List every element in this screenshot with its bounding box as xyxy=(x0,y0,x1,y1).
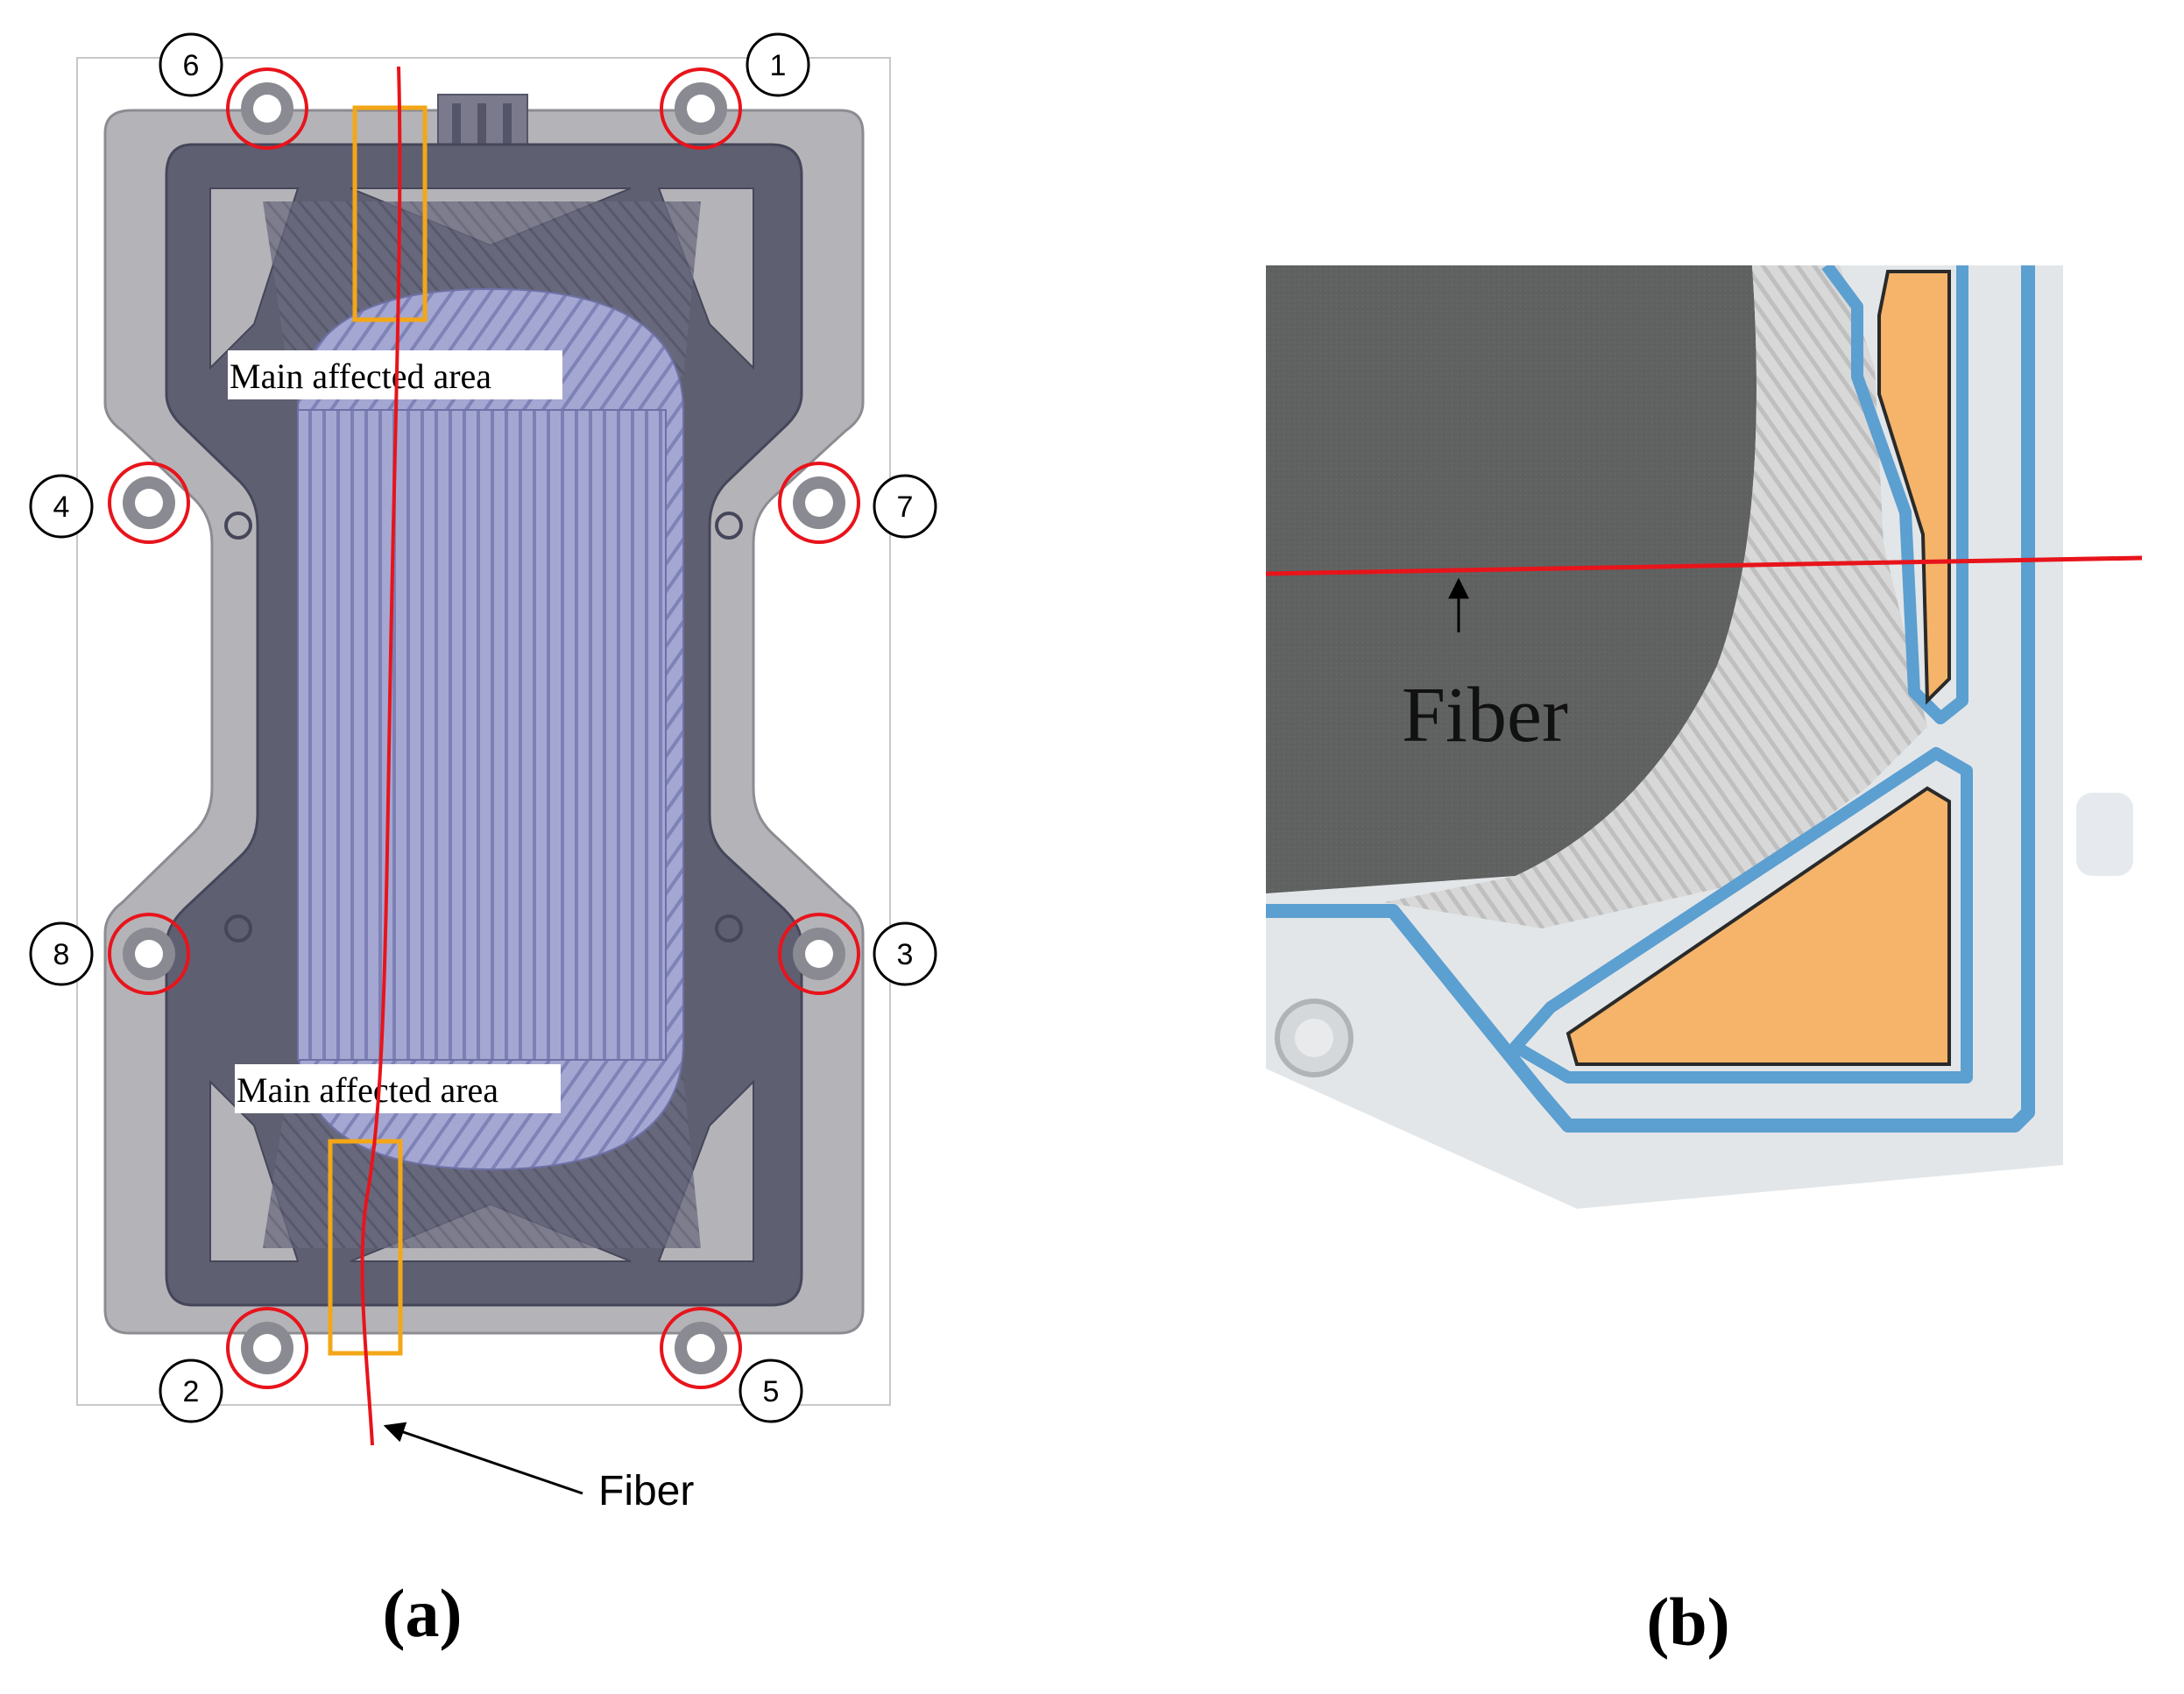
svg-text:7: 7 xyxy=(897,491,914,524)
panel-b-label: (b) xyxy=(1646,1584,1729,1660)
gasket-lower-manifold xyxy=(1509,747,1973,1083)
fiber-label-b: Fiber xyxy=(1402,672,1568,759)
bolt-number-3: 3 xyxy=(873,921,937,986)
flow-channels-b xyxy=(1384,265,1927,928)
bolt-hole-4 xyxy=(108,462,190,544)
fiber-line-b xyxy=(1265,555,2143,576)
bolt-number-8: 8 xyxy=(29,921,94,986)
panel-a: 6 1 4 7 8 3 2 5 Main affected area Main … xyxy=(29,32,937,1651)
svg-text:6: 6 xyxy=(183,49,200,82)
fiber-line-a xyxy=(360,66,402,1446)
svg-text:5: 5 xyxy=(763,1375,780,1408)
bolt-hole-8 xyxy=(108,913,190,995)
svg-text:2: 2 xyxy=(183,1375,200,1408)
bolt-hole-5 xyxy=(660,1307,742,1389)
bolt-number-4: 4 xyxy=(29,474,94,539)
photo-b xyxy=(1266,265,2133,1211)
connector-tab-b xyxy=(2076,793,2133,876)
bolt-number-6: 6 xyxy=(159,32,223,97)
panel-a-label: (a) xyxy=(383,1575,463,1651)
bolt-hole-1 xyxy=(660,67,742,150)
svg-text:8: 8 xyxy=(53,938,70,971)
affected-area-box-top xyxy=(352,105,428,322)
bolt-hole-6 xyxy=(226,67,308,150)
area-label-bottom: Main affected area xyxy=(237,1070,498,1110)
fiber-label-a: Fiber xyxy=(598,1468,694,1514)
bolt-number-2: 2 xyxy=(159,1359,223,1423)
panel-b: Fiber (b) xyxy=(1265,265,2143,1660)
bolt-number-5: 5 xyxy=(739,1359,803,1423)
flow-field-channels xyxy=(297,409,667,1061)
bolt-number-7: 7 xyxy=(873,474,937,539)
gdl-region xyxy=(1266,265,1756,893)
bolt-number-1: 1 xyxy=(746,32,810,97)
orange-manifold-upper xyxy=(1877,270,1951,705)
svg-text:1: 1 xyxy=(770,49,787,82)
fiber-arrow-a xyxy=(383,1422,583,1495)
bolt-hole-3 xyxy=(778,913,860,995)
area-label-top: Main affected area xyxy=(230,356,491,396)
svg-text:3: 3 xyxy=(897,938,914,971)
orange-manifold-lower xyxy=(1566,786,1951,1066)
panel-a-border xyxy=(76,57,891,1406)
bolt-hole-2 xyxy=(226,1307,308,1389)
bolt-hole-7 xyxy=(778,462,860,544)
gasket-upper-manifold xyxy=(1821,265,1968,724)
bolt-holes xyxy=(108,67,860,1389)
gasket-outer xyxy=(1266,265,2035,1133)
bolt-number-labels: 6 1 4 7 8 3 2 5 xyxy=(29,32,937,1423)
svg-text:4: 4 xyxy=(53,491,70,524)
